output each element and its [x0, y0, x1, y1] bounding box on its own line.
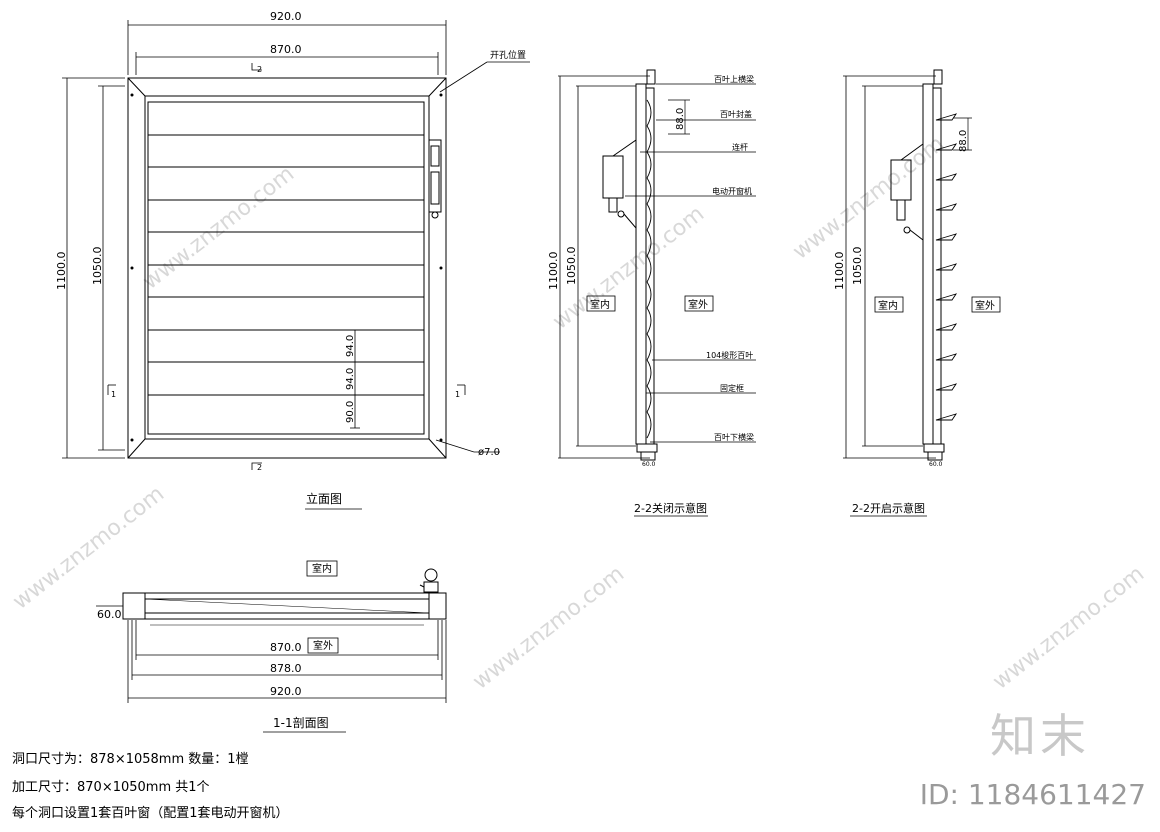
section-mark-1-right: 1 [455, 390, 460, 399]
dim-blade-pitch: 90.0 [345, 401, 356, 423]
closed-dim-88: 88.0 [675, 108, 686, 130]
dim-lines [62, 20, 530, 510]
callout-top-beam: 百叶上横梁 [714, 74, 754, 84]
open-dim-60: 60.0 [929, 461, 943, 468]
plan-dim-870: 870.0 [270, 641, 302, 654]
plan-actuator [419, 568, 439, 593]
dim-overall-width: 920.0 [270, 10, 302, 23]
closed-section-view [558, 69, 756, 517]
open-dim-88: 88.0 [958, 130, 969, 152]
closed-blades [646, 99, 652, 439]
open-actuator [890, 143, 924, 241]
section-mark-2-bottom: 2 [257, 463, 262, 472]
dim-frame-height: 1050.0 [91, 247, 104, 286]
plan-indoor-label: 室内 [312, 562, 332, 575]
open-indoor-label: 室内 [878, 299, 898, 312]
plan-dim-878: 878.0 [270, 662, 302, 675]
brand-watermark: 知末 [990, 709, 1090, 763]
callout-window-opener: 电动开窗机 [712, 186, 752, 196]
section-mark-1-left: 1 [111, 390, 116, 399]
watermark-layer: www.znzmo.com www.znzmo.com www.znzmo.co… [8, 131, 1149, 694]
open-outdoor-label: 室外 [975, 299, 995, 312]
dim-blade-pitch: 94.0 [345, 368, 356, 390]
plan-outdoor-label: 室外 [313, 639, 333, 652]
note-per-opening: 每个洞口设置1套百叶窗（配置1套电动开窗机） [12, 806, 289, 821]
watermark-text: www.znzmo.com [138, 161, 299, 294]
blade-lines [148, 134, 424, 396]
note-opening-size: 洞口尺寸为：878×1058mm 数量：1樘 [12, 752, 249, 767]
open-dim-height-frame: 1050.0 [851, 247, 864, 286]
callout-bottom-beam: 百叶下横梁 [714, 432, 754, 442]
plan-dim-depth: 60.0 [97, 608, 122, 621]
open-view-title: 2-2开启示意图 [852, 501, 925, 515]
closed-dim-height-frame: 1050.0 [565, 247, 578, 286]
watermark-text: www.znzmo.com [788, 131, 949, 264]
elevation-title: 立面图 [306, 491, 342, 506]
hole-diameter-label: ø7.0 [478, 447, 500, 458]
open-dim-height-overall: 1100.0 [833, 252, 846, 291]
callout-fixed-frame: 固定框 [720, 383, 744, 393]
actuator [428, 139, 442, 219]
plan-section-view [96, 560, 447, 733]
plan-section-title: 1-1剖面图 [273, 716, 329, 730]
closed-outdoor-label: 室外 [688, 298, 708, 311]
blade-area [147, 101, 425, 435]
open-blades [935, 113, 958, 421]
callout-blade-type: 104梭形百叶 [706, 350, 753, 360]
callout-link-rod: 连杆 [732, 142, 748, 152]
plan-dim-lines [96, 605, 447, 733]
hole-position-label: 开孔位置 [490, 49, 526, 61]
closed-dim-height-overall: 1100.0 [547, 252, 560, 291]
note-fabrication-size: 加工尺寸：870×1050mm 共1个 [12, 780, 210, 795]
watermark-text: www.znzmo.com [468, 561, 629, 694]
dim-frame-width: 870.0 [270, 43, 302, 56]
open-section-view [843, 69, 1001, 517]
elevation-view [62, 20, 530, 510]
closed-dim-60: 60.0 [642, 461, 656, 468]
dim-overall-height: 1100.0 [55, 252, 68, 291]
fixing-holes [130, 93, 443, 442]
callout-blade-cover: 百叶封盖 [720, 109, 752, 119]
closed-actuator [602, 139, 637, 229]
dim-blade-pitch: 94.0 [345, 335, 356, 357]
closed-indoor-label: 室内 [590, 298, 610, 311]
closed-view-title: 2-2关闭示意图 [634, 501, 707, 515]
section-mark-2-top: 2 [257, 65, 262, 74]
image-id-watermark: ID: 1184611427 [919, 778, 1146, 811]
closed-callout-leaders [625, 83, 756, 517]
watermark-text: www.znzmo.com [988, 561, 1149, 694]
plan-dim-920: 920.0 [270, 685, 302, 698]
inner-frame [144, 95, 430, 440]
outer-frame [127, 77, 447, 459]
